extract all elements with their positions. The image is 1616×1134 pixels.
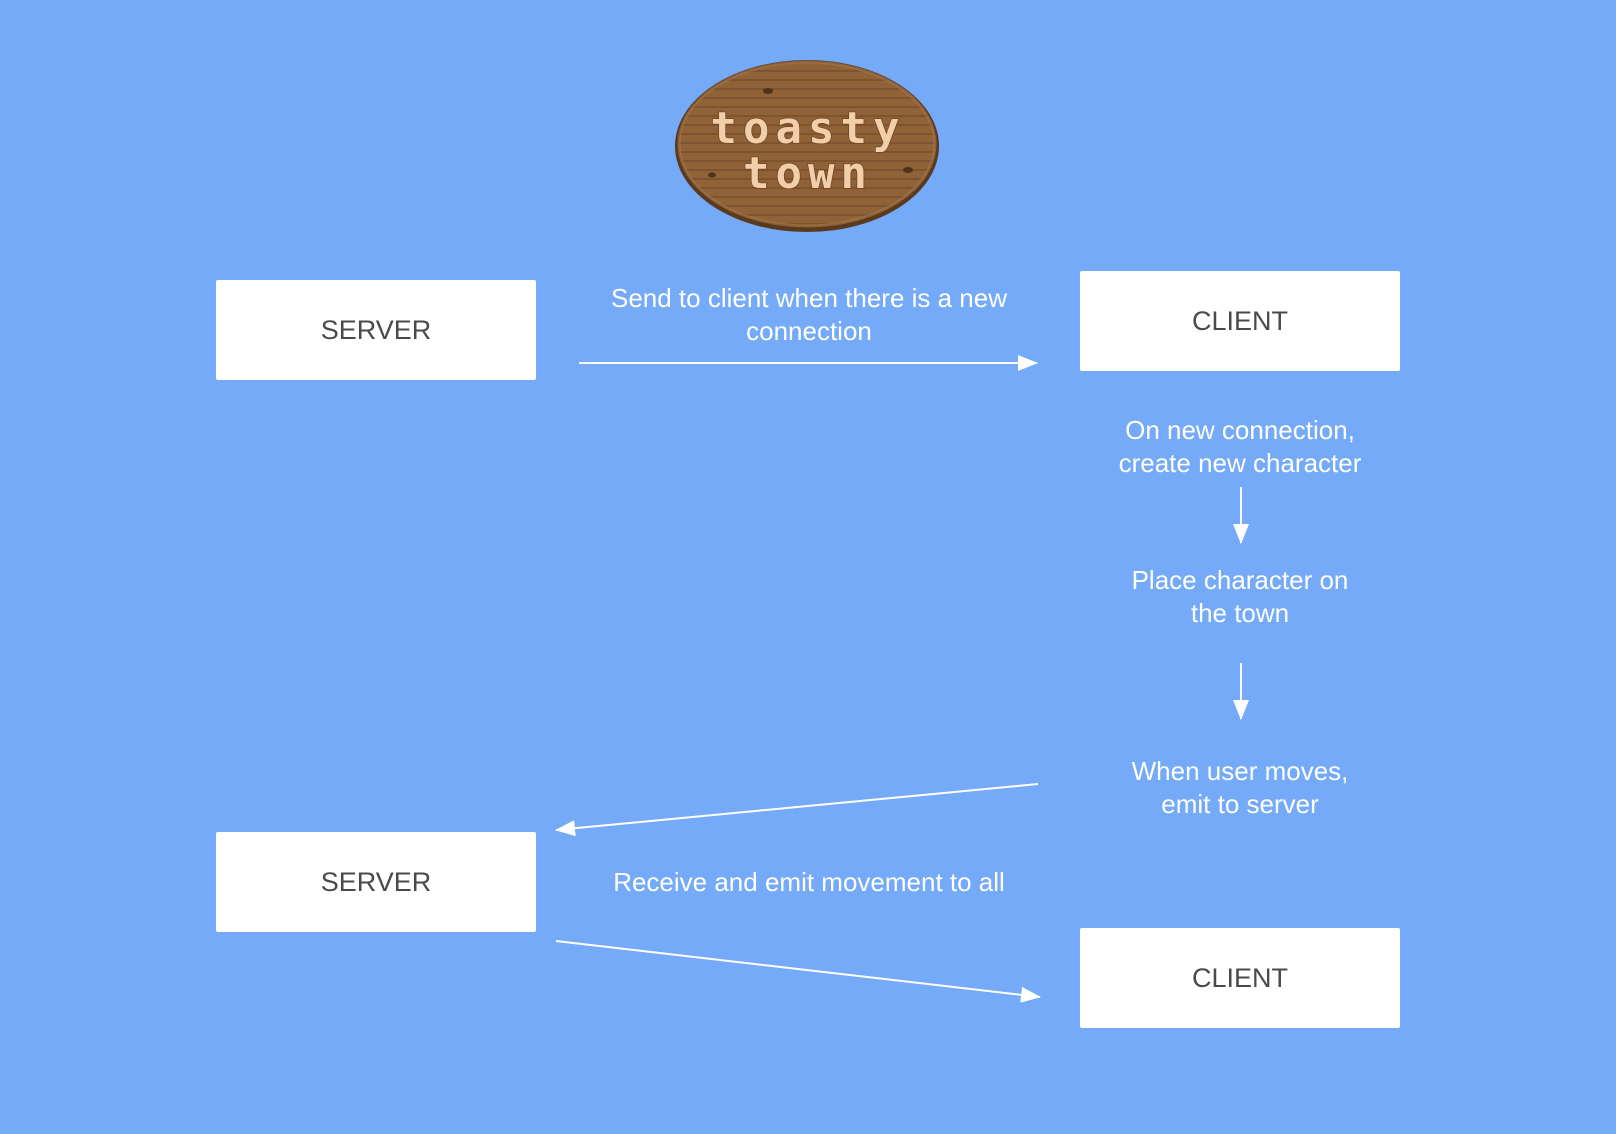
step-send-to-client: Send to client when there is a new conne… <box>610 283 1008 346</box>
arrow-client-to-server <box>555 783 1039 837</box>
server-box-bottom-label: SERVER <box>320 866 432 897</box>
logo-text-line1: toasty <box>711 103 906 154</box>
step-user-moves: When user moves, emit to server <box>1131 756 1349 819</box>
client-box-top: CLIENT <box>1080 271 1400 371</box>
logo-text-line2: town <box>743 148 873 199</box>
server-box-top-label: SERVER <box>320 314 432 345</box>
client-box-bottom: CLIENT <box>1080 928 1400 1028</box>
step-place-character: Place character on the town <box>1131 565 1349 628</box>
server-box-top: SERVER <box>216 280 536 380</box>
toasty-town-logo: toasty town <box>675 60 939 232</box>
arrow-server-to-client-broadcast <box>555 940 1041 1003</box>
server-box-bottom: SERVER <box>216 832 536 932</box>
step-on-new-connection: On new connection, create new character <box>1118 415 1362 478</box>
step-receive-emit: Receive and emit movement to all <box>613 867 1005 897</box>
client-box-top-label: CLIENT <box>1191 305 1289 336</box>
client-box-bottom-label: CLIENT <box>1191 962 1289 993</box>
